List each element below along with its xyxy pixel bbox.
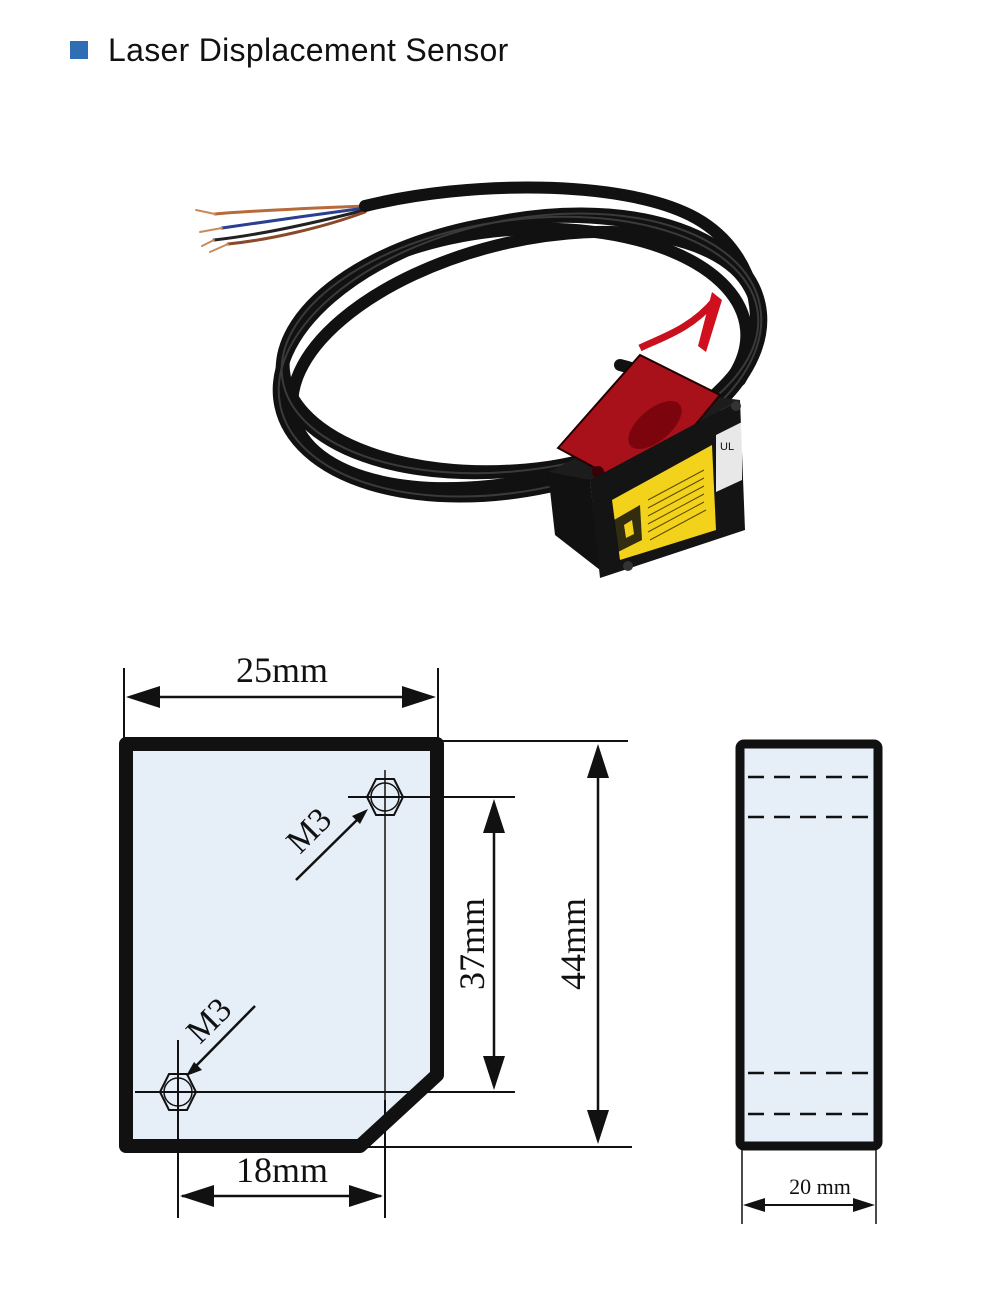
svg-text:UL: UL: [720, 441, 734, 453]
hole-spacing-dimension: [483, 799, 505, 1090]
mounting-hole-top: [348, 770, 515, 1100]
side-view-hidden-lines: [748, 775, 872, 1116]
depth-label: 20 mm: [789, 1174, 851, 1199]
hole-spacing-label: 37mm: [452, 898, 492, 990]
width-label: 25mm: [236, 650, 328, 690]
side-view: 20 mm: [735, 739, 883, 1224]
height-dimension: [352, 740, 632, 1148]
m3-leader-top: [295, 809, 368, 881]
bottom-dimension: [180, 1100, 386, 1218]
front-view: M3 M3 25mm 44mm 37mm: [119, 650, 632, 1218]
cable-tie: [638, 292, 722, 352]
height-label: 44mm: [553, 898, 593, 990]
m3-leader-bottom: [186, 1005, 256, 1076]
side-view-body: [735, 739, 883, 1151]
sensor-body: UL: [548, 353, 745, 578]
page-title: Laser Displacement Sensor: [108, 31, 509, 68]
width-dimension: [123, 668, 439, 744]
front-view-body: [119, 737, 444, 1153]
cable-highlight: [277, 212, 763, 498]
wire-ends: [195, 204, 367, 253]
bottom-label: 18mm: [236, 1150, 328, 1190]
depth-dimension: [741, 1148, 877, 1224]
mounting-hole-bottom: [135, 1040, 515, 1218]
sensor-photo: UL: [195, 181, 768, 578]
page-header: Laser Displacement Sensor: [70, 28, 509, 72]
bullet-square: [70, 41, 88, 59]
